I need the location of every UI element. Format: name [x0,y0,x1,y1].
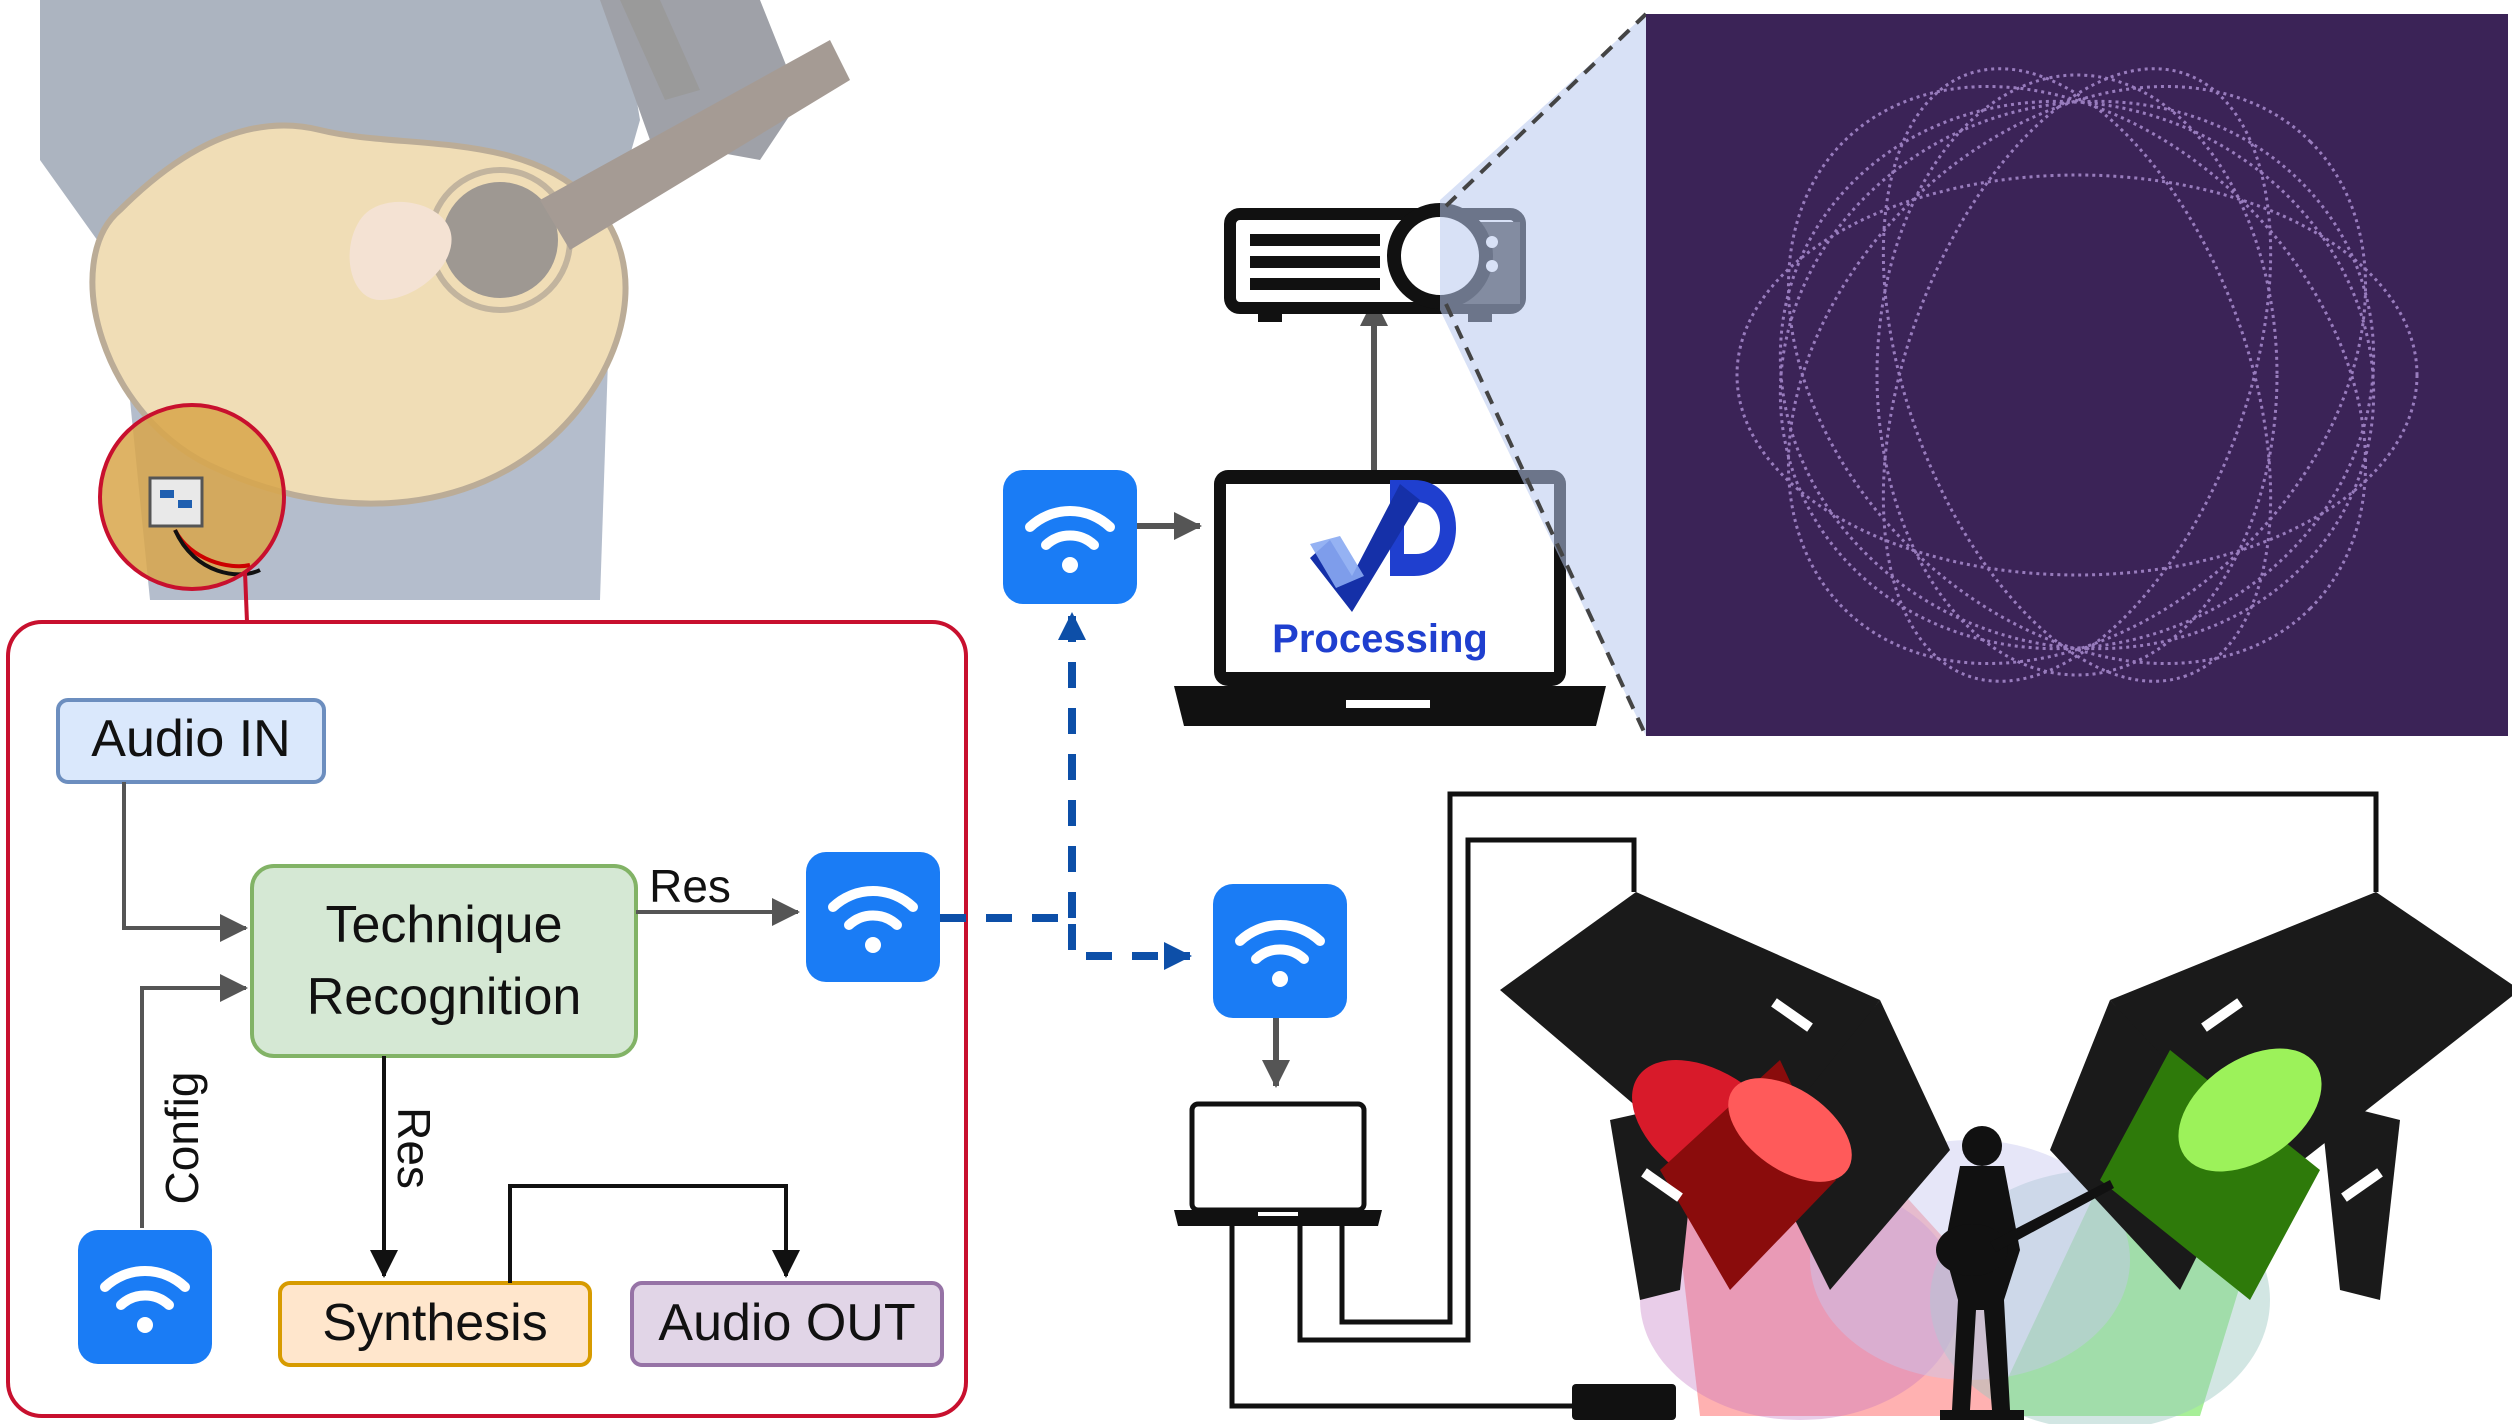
pedal-panel: Audio IN Technique Recognition Synthesis… [6,620,968,1418]
recognition-label: Recognition [307,968,582,1026]
laptop-icon [1174,1101,1382,1226]
res-vertical-label: Res [388,1107,440,1189]
wireless-links [940,612,1192,970]
audio-in-box [56,698,326,784]
stage-light-icon [2050,892,2512,1300]
processing-label: Processing [1272,617,1488,661]
technique-label: Technique [325,896,562,954]
config-label: Config [156,1072,208,1205]
dmx-cables [1229,791,2379,1409]
guitarist-silhouette-icon [1936,1126,2114,1420]
audio-in-label: Audio IN [91,710,290,768]
processing-laptop: Processing [1174,470,1606,726]
projection-beam [1440,14,1646,736]
stage-light-icon [1500,892,1950,1300]
res-horizontal-label: Res [649,860,731,912]
processing-logo [1310,480,1456,612]
audio-in-arrow [122,782,248,942]
dmx-interface [1572,1384,1676,1420]
pedal-closeup [98,403,286,623]
synthesis-label: Synthesis [322,1294,547,1352]
config-arrow [140,974,248,1228]
synthesis-to-audio-out-arrow [508,1184,800,1283]
technique-recognition-box [250,864,638,1058]
audio-out-box [630,1281,944,1367]
wifi-icon [806,852,940,982]
wifi-icon [1003,470,1137,604]
wifi-icon [78,1230,212,1364]
synthesis-box [278,1281,592,1367]
projected-visual [1646,14,2508,736]
wifi-icon [1213,884,1347,1018]
audio-out-label: Audio OUT [658,1294,915,1352]
